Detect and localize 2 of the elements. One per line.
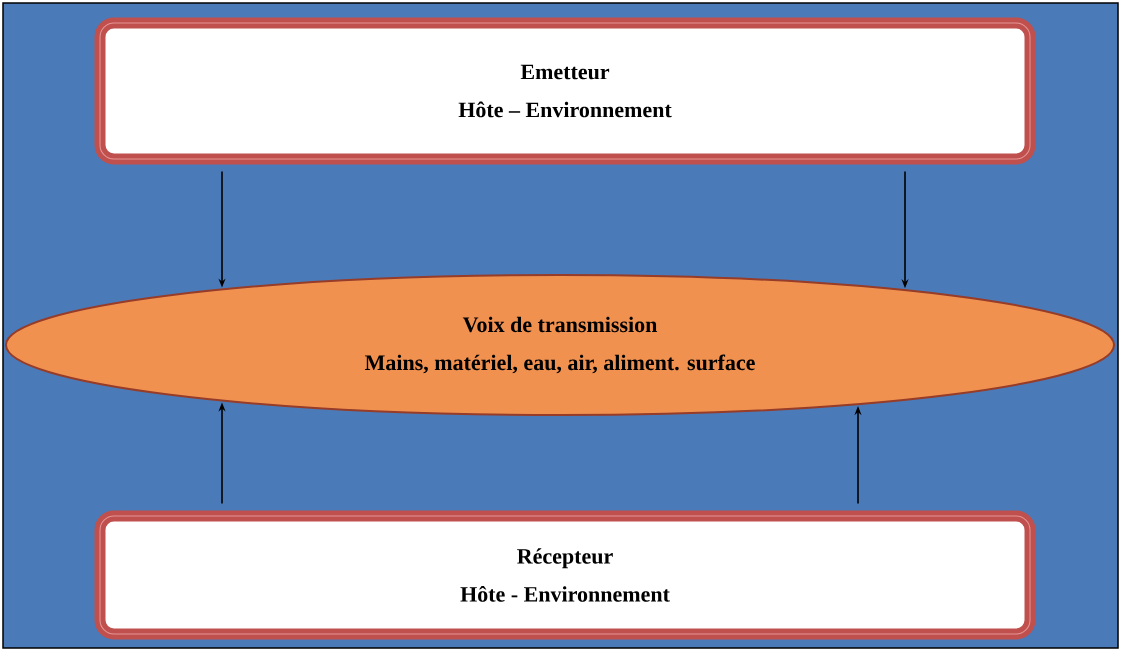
receiver-box: Récepteur Hôte - Environnement xyxy=(94,510,1036,640)
sender-box: Emetteur Hôte – Environnement xyxy=(94,17,1036,165)
